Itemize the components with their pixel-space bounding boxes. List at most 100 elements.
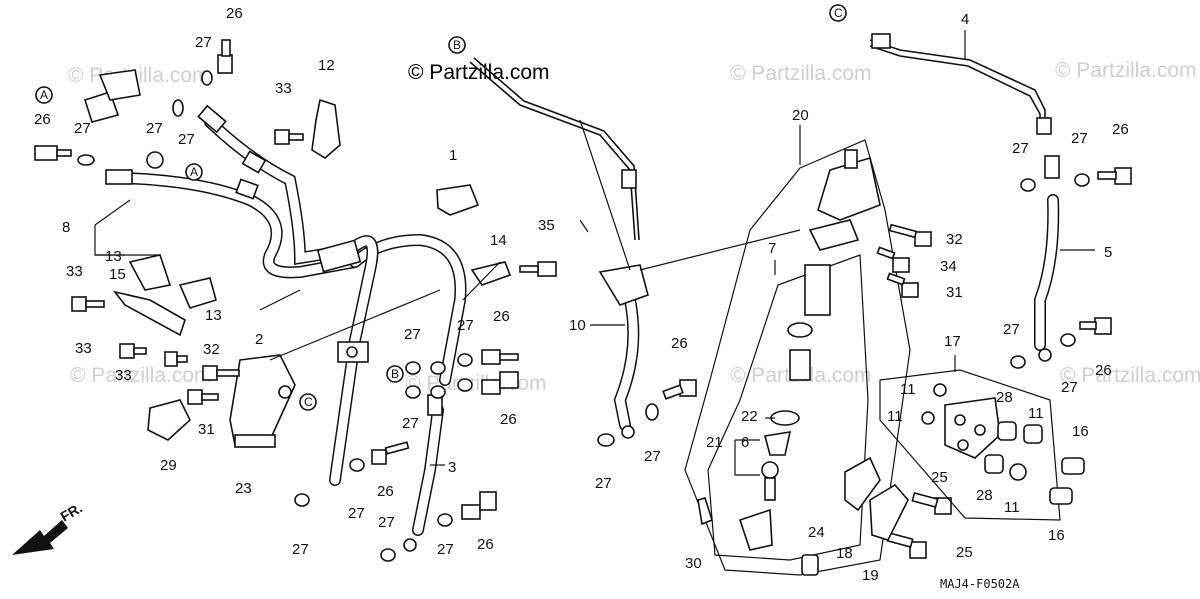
callout-27: 27 bbox=[348, 505, 365, 522]
bracket-15 bbox=[113, 290, 186, 337]
washer-27 bbox=[1074, 173, 1090, 187]
callout-11: 11 bbox=[1004, 499, 1020, 516]
callout-25: 25 bbox=[956, 544, 973, 561]
callout-22: 22 bbox=[741, 408, 758, 425]
connector-b-label: B bbox=[391, 367, 399, 381]
callout-25: 25 bbox=[931, 469, 948, 486]
washers-left bbox=[77, 70, 473, 562]
rear-master-cylinder bbox=[738, 149, 881, 551]
washer-27 bbox=[1010, 355, 1026, 369]
callout-10: 10 bbox=[569, 317, 586, 334]
callout-27: 27 bbox=[378, 514, 395, 531]
callout-27: 27 bbox=[74, 120, 91, 137]
callout-27: 27 bbox=[457, 317, 474, 334]
watermark-faint: © Partzilla.com bbox=[405, 372, 547, 395]
watermark-faint: © Partzilla.com bbox=[1055, 59, 1197, 82]
callout-26: 26 bbox=[377, 483, 394, 500]
washer-27 bbox=[645, 403, 659, 421]
callout-24: 24 bbox=[808, 524, 825, 541]
box-20 bbox=[684, 139, 911, 576]
callout-35: 35 bbox=[538, 217, 555, 234]
master-cylinder-23 bbox=[229, 354, 296, 448]
watermark-faint: © Partzilla.com bbox=[730, 62, 872, 85]
callout-31: 31 bbox=[198, 421, 215, 438]
leader-lines bbox=[94, 30, 1095, 476]
callout-19: 19 bbox=[862, 567, 879, 584]
callout-27: 27 bbox=[1071, 130, 1088, 147]
bracket-a bbox=[98, 69, 141, 101]
washer-27 bbox=[1060, 333, 1076, 347]
connector-a-label: A bbox=[40, 88, 48, 102]
callout-1: 1 bbox=[449, 147, 457, 164]
connector-c-label: C bbox=[304, 395, 313, 409]
brake-hose-10 bbox=[598, 264, 649, 439]
box-7 bbox=[707, 254, 869, 561]
callout-7: 7 bbox=[768, 240, 776, 257]
callout-11: 11 bbox=[900, 381, 916, 398]
brake-hose-3 bbox=[403, 394, 444, 552]
clamp-14 bbox=[470, 261, 512, 286]
watermark-faint: © Partzilla.com bbox=[70, 364, 212, 387]
callout-6: 6 bbox=[741, 434, 749, 451]
callout-26: 26 bbox=[226, 5, 243, 22]
clamp-parts bbox=[801, 383, 1085, 576]
callout-26: 26 bbox=[477, 536, 494, 553]
callout-26: 26 bbox=[500, 411, 517, 428]
callout-13: 13 bbox=[105, 248, 122, 265]
callout-27: 27 bbox=[1003, 321, 1020, 338]
callout-26: 26 bbox=[671, 335, 688, 352]
connector-a bbox=[185, 163, 203, 181]
callout-33: 33 bbox=[275, 80, 292, 97]
callout-20: 20 bbox=[792, 107, 809, 124]
bolt-26 bbox=[1079, 167, 1132, 335]
callout-27: 27 bbox=[1061, 379, 1078, 396]
pipe-fitting bbox=[1036, 117, 1052, 135]
connector-c bbox=[829, 4, 847, 22]
watermark-faint: © Partzilla.com bbox=[1060, 364, 1200, 387]
connector-a bbox=[35, 86, 53, 104]
callout-31: 31 bbox=[946, 284, 963, 301]
watermark-main: © Partzilla.com bbox=[408, 61, 550, 84]
callout-3: 3 bbox=[448, 459, 456, 476]
connector-b bbox=[448, 36, 466, 54]
callout-34: 34 bbox=[940, 258, 957, 275]
brake-pipe-9 bbox=[469, 61, 636, 241]
callout-numbers: 1 2 3 4 5 6 7 8 10 11 11 11 11 12 13 13 … bbox=[34, 5, 1129, 584]
bolts-right bbox=[876, 223, 952, 559]
callout-5: 5 bbox=[1104, 244, 1112, 261]
cotter-pin-30 bbox=[697, 497, 713, 526]
callout-32: 32 bbox=[946, 231, 963, 248]
callout-27: 27 bbox=[595, 475, 612, 492]
clamp-13b bbox=[178, 277, 217, 309]
connector-b-label: B bbox=[453, 38, 461, 52]
connector-circles: A A B B C C bbox=[35, 4, 847, 411]
callout-12: 12 bbox=[318, 57, 335, 74]
callout-33: 33 bbox=[115, 367, 132, 384]
callout-15: 15 bbox=[109, 266, 126, 283]
callout-4: 4 bbox=[961, 11, 969, 28]
callout-26: 26 bbox=[1112, 121, 1129, 138]
callout-28: 28 bbox=[996, 389, 1013, 406]
clamp-1 bbox=[436, 184, 480, 216]
callout-2: 2 bbox=[255, 331, 263, 348]
connector-c-label: C bbox=[834, 6, 843, 20]
callout-27: 27 bbox=[437, 541, 454, 558]
callout-27: 27 bbox=[146, 120, 163, 137]
washer-27 bbox=[597, 433, 615, 447]
callout-27: 27 bbox=[1012, 140, 1029, 157]
callout-26: 26 bbox=[34, 111, 51, 128]
callout-13: 13 bbox=[205, 307, 222, 324]
callout-17: 17 bbox=[944, 333, 961, 350]
callout-27: 27 bbox=[178, 131, 195, 148]
callout-26: 26 bbox=[493, 308, 510, 325]
box-17 bbox=[879, 369, 1061, 521]
pipe-fitting bbox=[871, 33, 891, 49]
brake-hose-5 bbox=[1034, 155, 1060, 362]
callout-27: 27 bbox=[644, 448, 661, 465]
connector-a-label: A bbox=[190, 165, 198, 179]
bracket-12 bbox=[311, 98, 341, 159]
pipe-fitting bbox=[621, 169, 637, 189]
callout-23: 23 bbox=[235, 480, 252, 497]
callout-27: 27 bbox=[195, 34, 212, 51]
